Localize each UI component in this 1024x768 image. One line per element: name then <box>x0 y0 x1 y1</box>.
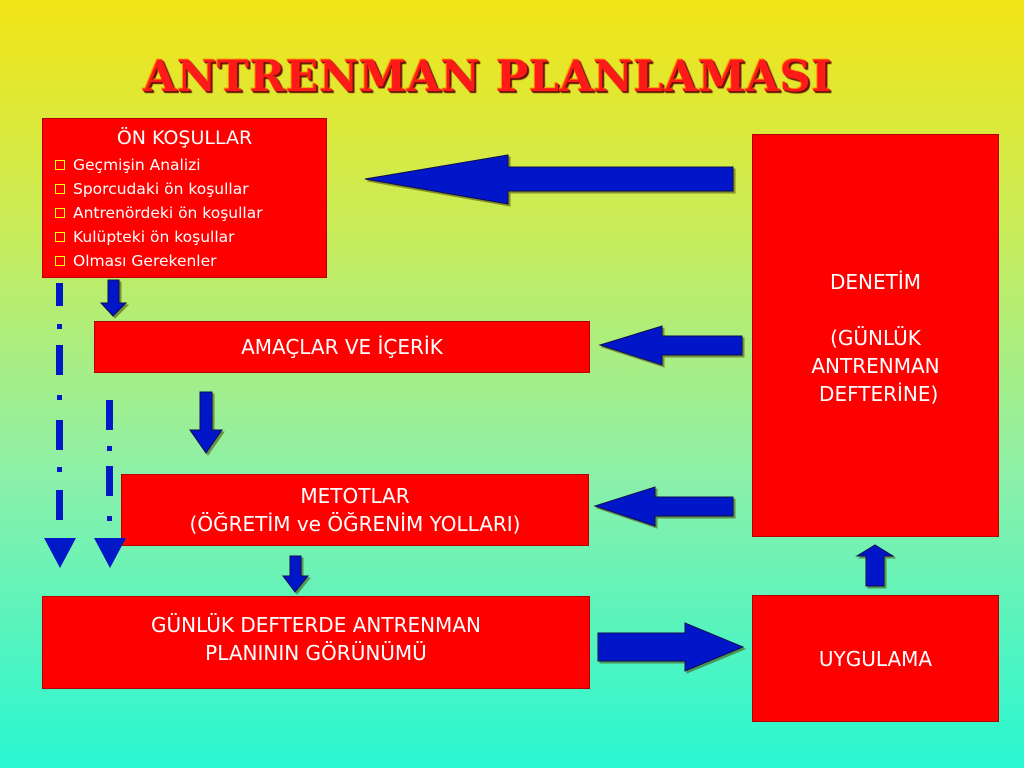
dash-line <box>56 490 63 520</box>
dash-line <box>106 400 113 430</box>
checkbox-bullet-icon <box>55 184 65 194</box>
on-kosullar-heading: ÖN KOŞULLAR <box>116 127 253 149</box>
checkbox-bullet-icon <box>55 232 65 242</box>
metotlar-line2: (ÖĞRETİM ve ÖĞRENİM YOLLARI) <box>189 512 521 536</box>
denetim-line3: ANTRENMAN <box>811 353 940 378</box>
arrow-down-icon <box>282 555 310 593</box>
metotlar-box: METOTLAR (ÖĞRETİM ve ÖĞRENİM YOLLARI) <box>121 474 589 546</box>
arrow-down-icon <box>94 538 126 568</box>
list-item: Geçmişin Analizi <box>55 153 326 177</box>
on-kosullar-list: Geçmişin Analizi Sporcudaki ön koşullar … <box>43 153 326 273</box>
denetim-line4: DEFTERİNE) <box>812 381 939 406</box>
arrow-left-icon <box>593 486 734 527</box>
amaclar-label: AMAÇLAR VE İÇERİK <box>241 335 443 359</box>
list-item: Olması Gerekenler <box>55 249 326 273</box>
gunluk-line1: GÜNLÜK DEFTERDE ANTRENMAN <box>151 613 481 637</box>
gunluk-line2: PLANININ GÖRÜNÜMÜ <box>205 641 427 665</box>
uygulama-box: UYGULAMA <box>752 595 999 722</box>
dash-line <box>56 345 63 375</box>
arrow-down-icon <box>189 391 223 454</box>
page-title: ANTRENMAN PLANLAMASI <box>143 52 832 102</box>
dash-line <box>56 420 63 450</box>
arrow-right-icon <box>597 622 745 672</box>
dash-line <box>106 466 113 496</box>
dash-line <box>57 467 62 472</box>
checkbox-bullet-icon <box>55 208 65 218</box>
dash-line <box>56 283 63 306</box>
on-kosullar-box: ÖN KOŞULLAR Geçmişin Analizi Sporcudaki … <box>42 118 327 278</box>
metotlar-line1: METOTLAR <box>300 484 410 508</box>
arrow-left-icon <box>364 154 734 205</box>
arrow-up-icon <box>855 544 895 587</box>
denetim-box: DENETİM (GÜNLÜK ANTRENMAN DEFTERİNE) <box>752 134 999 537</box>
arrow-down-icon <box>44 538 76 568</box>
list-item: Kulüpteki ön koşullar <box>55 225 326 249</box>
dash-line <box>57 324 62 329</box>
gunluk-box: GÜNLÜK DEFTERDE ANTRENMAN PLANININ GÖRÜN… <box>42 596 590 689</box>
list-item: Antrenördeki ön koşullar <box>55 201 326 225</box>
denetim-line1: DENETİM <box>829 269 921 294</box>
dash-line <box>57 395 62 400</box>
denetim-line2: (GÜNLÜK <box>830 325 921 350</box>
arrow-down-icon <box>99 279 128 317</box>
list-item: Sporcudaki ön koşullar <box>55 177 326 201</box>
arrow-left-icon <box>598 325 743 366</box>
dash-line <box>107 516 112 521</box>
dash-line <box>107 446 112 451</box>
amaclar-box: AMAÇLAR VE İÇERİK <box>94 321 590 373</box>
checkbox-bullet-icon <box>55 160 65 170</box>
uygulama-label: UYGULAMA <box>818 646 933 671</box>
checkbox-bullet-icon <box>55 256 65 266</box>
